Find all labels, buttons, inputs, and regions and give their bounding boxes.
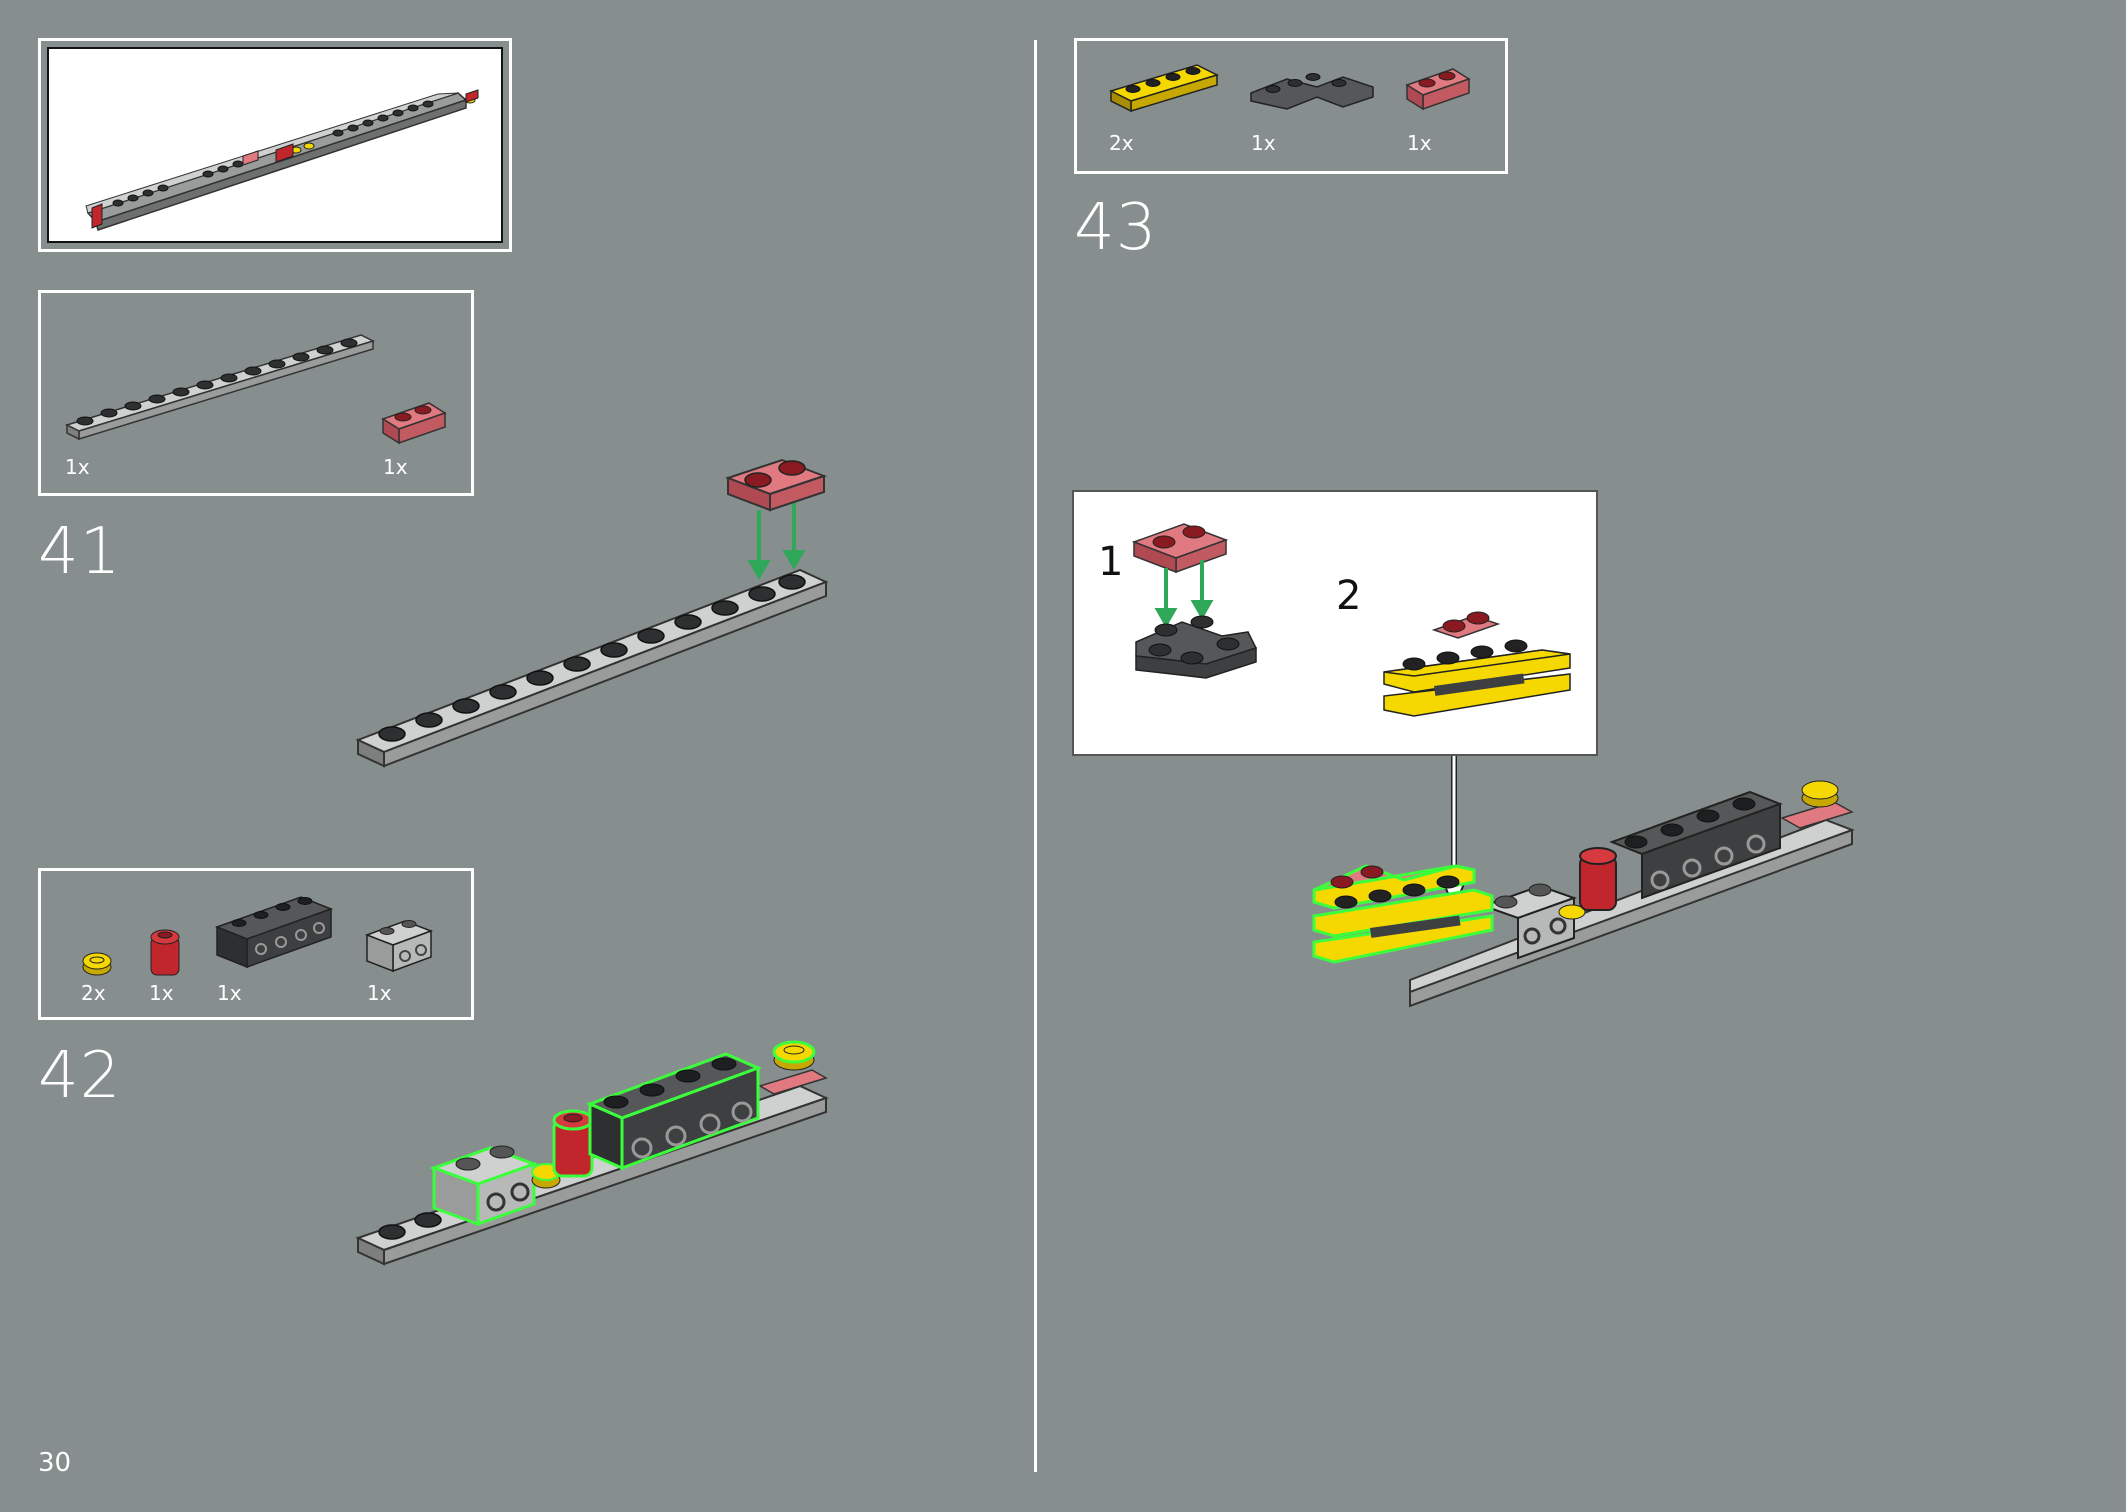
red-round-brick-placed [552, 1109, 594, 1178]
step-43-number: 43 [1074, 191, 1158, 265]
light-gray-plate-1x12-icon [64, 334, 376, 441]
step-42-model-image [355, 1040, 829, 1266]
light-gray-technic-brick-1x2-icon [364, 920, 434, 973]
dark-gray-technic-brick-1x4-icon [214, 896, 334, 969]
light-gray-technic-brick-placed [429, 1145, 539, 1227]
step-42-parts-box: 2x 1x 1x 1x [38, 868, 474, 1020]
substep-2-image [1383, 611, 1571, 717]
step-43-callout: 1 2 [1072, 490, 1598, 756]
step-43-subassembly-placed [1312, 864, 1494, 964]
dark-gray-technic-brick-placed [585, 1052, 763, 1171]
step-42-part-3-qty: 1x [217, 981, 242, 1005]
yellow-plate-1x4-icon [1108, 64, 1220, 113]
red-round-brick-icon [150, 929, 180, 976]
step-41-part-2-qty: 1x [383, 455, 408, 479]
step-43-model-image [1312, 780, 1855, 1008]
page-number: 30 [38, 1448, 72, 1478]
step-43-parts-box: 2x 1x 1x [1074, 38, 1508, 174]
trans-red-plate-1x2-icon [381, 402, 447, 445]
step-42-part-2-qty: 1x [149, 981, 174, 1005]
yellow-round-tile-placed-2 [772, 1040, 816, 1071]
page-divider [1034, 40, 1037, 1472]
step-43-part-2-qty: 1x [1251, 131, 1276, 155]
dark-gray-wedge-plate-icon [1250, 73, 1374, 110]
step-42-part-4-qty: 1x [367, 981, 392, 1005]
substep-1-number: 1 [1098, 539, 1124, 585]
step-41-model-image [355, 458, 829, 768]
step-43-part-3-qty: 1x [1407, 131, 1432, 155]
overview-box [38, 38, 512, 252]
step-41-number: 41 [38, 515, 122, 589]
step-41-part-1-qty: 1x [65, 455, 90, 479]
yellow-round-tile-icon [82, 952, 112, 976]
trans-red-plate-1x2-icon [1405, 68, 1471, 111]
substep-2-number: 2 [1336, 573, 1362, 619]
step-43-part-1-qty: 2x [1109, 131, 1134, 155]
overview-model-image [85, 89, 479, 231]
substep-1-image [1131, 523, 1258, 679]
step-41-parts-box: 1x 1x [38, 290, 474, 496]
step-42-part-1-qty: 2x [81, 981, 106, 1005]
step-42-number: 42 [38, 1039, 122, 1113]
